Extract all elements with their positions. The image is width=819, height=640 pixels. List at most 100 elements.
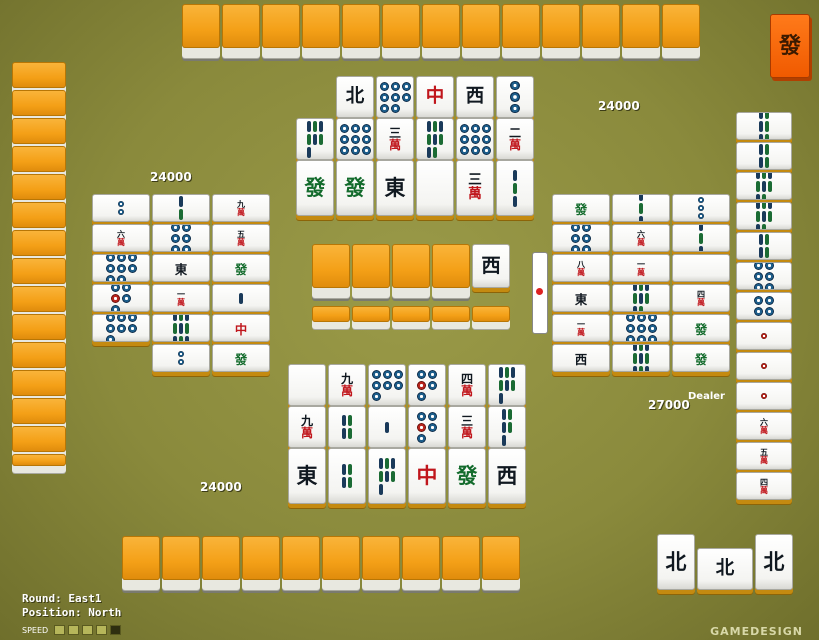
east-discard-tile: 六萬 [612,224,670,252]
east-hand-tile [736,322,792,350]
bamboo-stick [765,120,769,132]
bamboo-stick [173,315,177,321]
pip-dot [760,332,768,340]
tile-glyph: 五萬 [760,448,768,464]
west-discard-tile [92,284,150,312]
pip-dot [697,213,705,220]
bamboo-stick [307,146,311,158]
dead-wall-tile-back [312,306,350,322]
tile-suit-char: 萬 [468,186,482,202]
circle-suit [371,369,403,401]
pip-dot [350,123,360,133]
pip-dot [765,296,774,305]
speed-segment[interactable] [82,625,94,635]
bamboo-stick [307,120,311,132]
pip-dot [647,323,657,333]
pip-dot [582,225,591,232]
tile-suit-char: 萬 [636,237,646,247]
bamboo-stick [639,305,643,311]
tile-glyph: 五萬 [237,230,245,246]
bamboo-stick [391,457,395,469]
north-discard-tile [496,76,534,118]
tile-glyph: 中 [234,321,248,337]
circle-suit [339,123,371,155]
pip-dot [171,233,180,243]
west-discard-tile [152,224,210,252]
east-hand-tile [736,142,792,170]
pip-dot [625,323,635,333]
bamboo-stick [439,133,443,145]
bamboo-stick [633,285,637,291]
pip-dot [647,334,657,341]
tile-glyph: 八萬 [577,260,585,276]
tile-number: 三 [460,413,474,428]
bamboo-stick [385,457,389,469]
east-discard-tile: 發 [552,194,610,222]
bamboo-stick [762,210,766,222]
pip-dot [428,422,437,432]
bamboo-stick [768,173,772,179]
west-discard-tile [92,194,150,222]
bamboo-stick [765,247,769,258]
bamboo-stick [427,146,431,158]
speed-segment[interactable] [110,625,122,635]
pip-dot [122,285,131,292]
bamboo-stick [313,133,317,145]
tile-number: 六 [636,228,646,239]
bamboo-stick [639,202,643,214]
speed-segment[interactable] [96,625,108,635]
bamboo-stick [513,182,517,194]
tile-glyph: 西 [496,462,518,488]
tile-glyph: 西 [574,351,588,367]
pip-dot [417,391,426,401]
speed-indicator[interactable]: SPEED [22,625,122,635]
pip-dot [116,255,126,262]
east-discard-tile [672,194,730,222]
tile-glyph: 六萬 [760,418,768,434]
tile-glyph: 東 [384,174,406,200]
bamboo-stick [759,113,763,119]
east-discard-tile [612,314,670,342]
pip-dot [417,380,426,390]
speed-segment[interactable] [54,625,66,635]
north-hand-tile-back [342,4,380,48]
bamboo-stick [645,365,649,371]
pip-dot [171,225,180,232]
pip-dot [371,391,381,401]
pip-dot [510,92,520,102]
tile-glyph: 東 [574,291,588,307]
north-hand-tile-back [462,4,500,48]
player-hand-tile-back [242,536,280,580]
east-hand-tile [736,232,792,260]
tile-suit-char: 萬 [176,297,186,307]
bamboo-stick [699,245,703,251]
pip-dot [470,145,480,155]
dead-wall-tile-back [312,244,350,288]
bamboo-stick [342,477,346,488]
north-discard-tile: 東 [376,160,414,216]
pip-dot [765,282,774,289]
west-discard-tile: 九萬 [212,194,270,222]
bamboo-stick [645,285,649,291]
west-discard-tile: 東 [152,254,210,282]
bamboo-stick [179,209,183,220]
pip-dot [390,81,400,91]
west-discard-tile [92,254,150,282]
bamboo-stick [639,365,643,371]
tile-number: 五 [759,446,769,457]
speed-segment[interactable] [68,625,80,635]
bamboo-stick [645,345,649,351]
circle-suit [571,225,591,251]
pip-dot [339,123,349,133]
pip-dot [754,296,763,305]
bamboo-stick [433,133,437,145]
tile-number: 四 [759,476,769,487]
bamboo-suit [756,173,772,199]
south-discard-tile: 三萬 [448,406,486,448]
bamboo-stick [505,366,509,378]
bamboo-suit [699,225,703,251]
pip-dot [636,334,646,341]
west-hand-tile-back [12,118,66,144]
riichi-stick-pip [536,288,543,295]
bamboo-suit [427,120,443,158]
